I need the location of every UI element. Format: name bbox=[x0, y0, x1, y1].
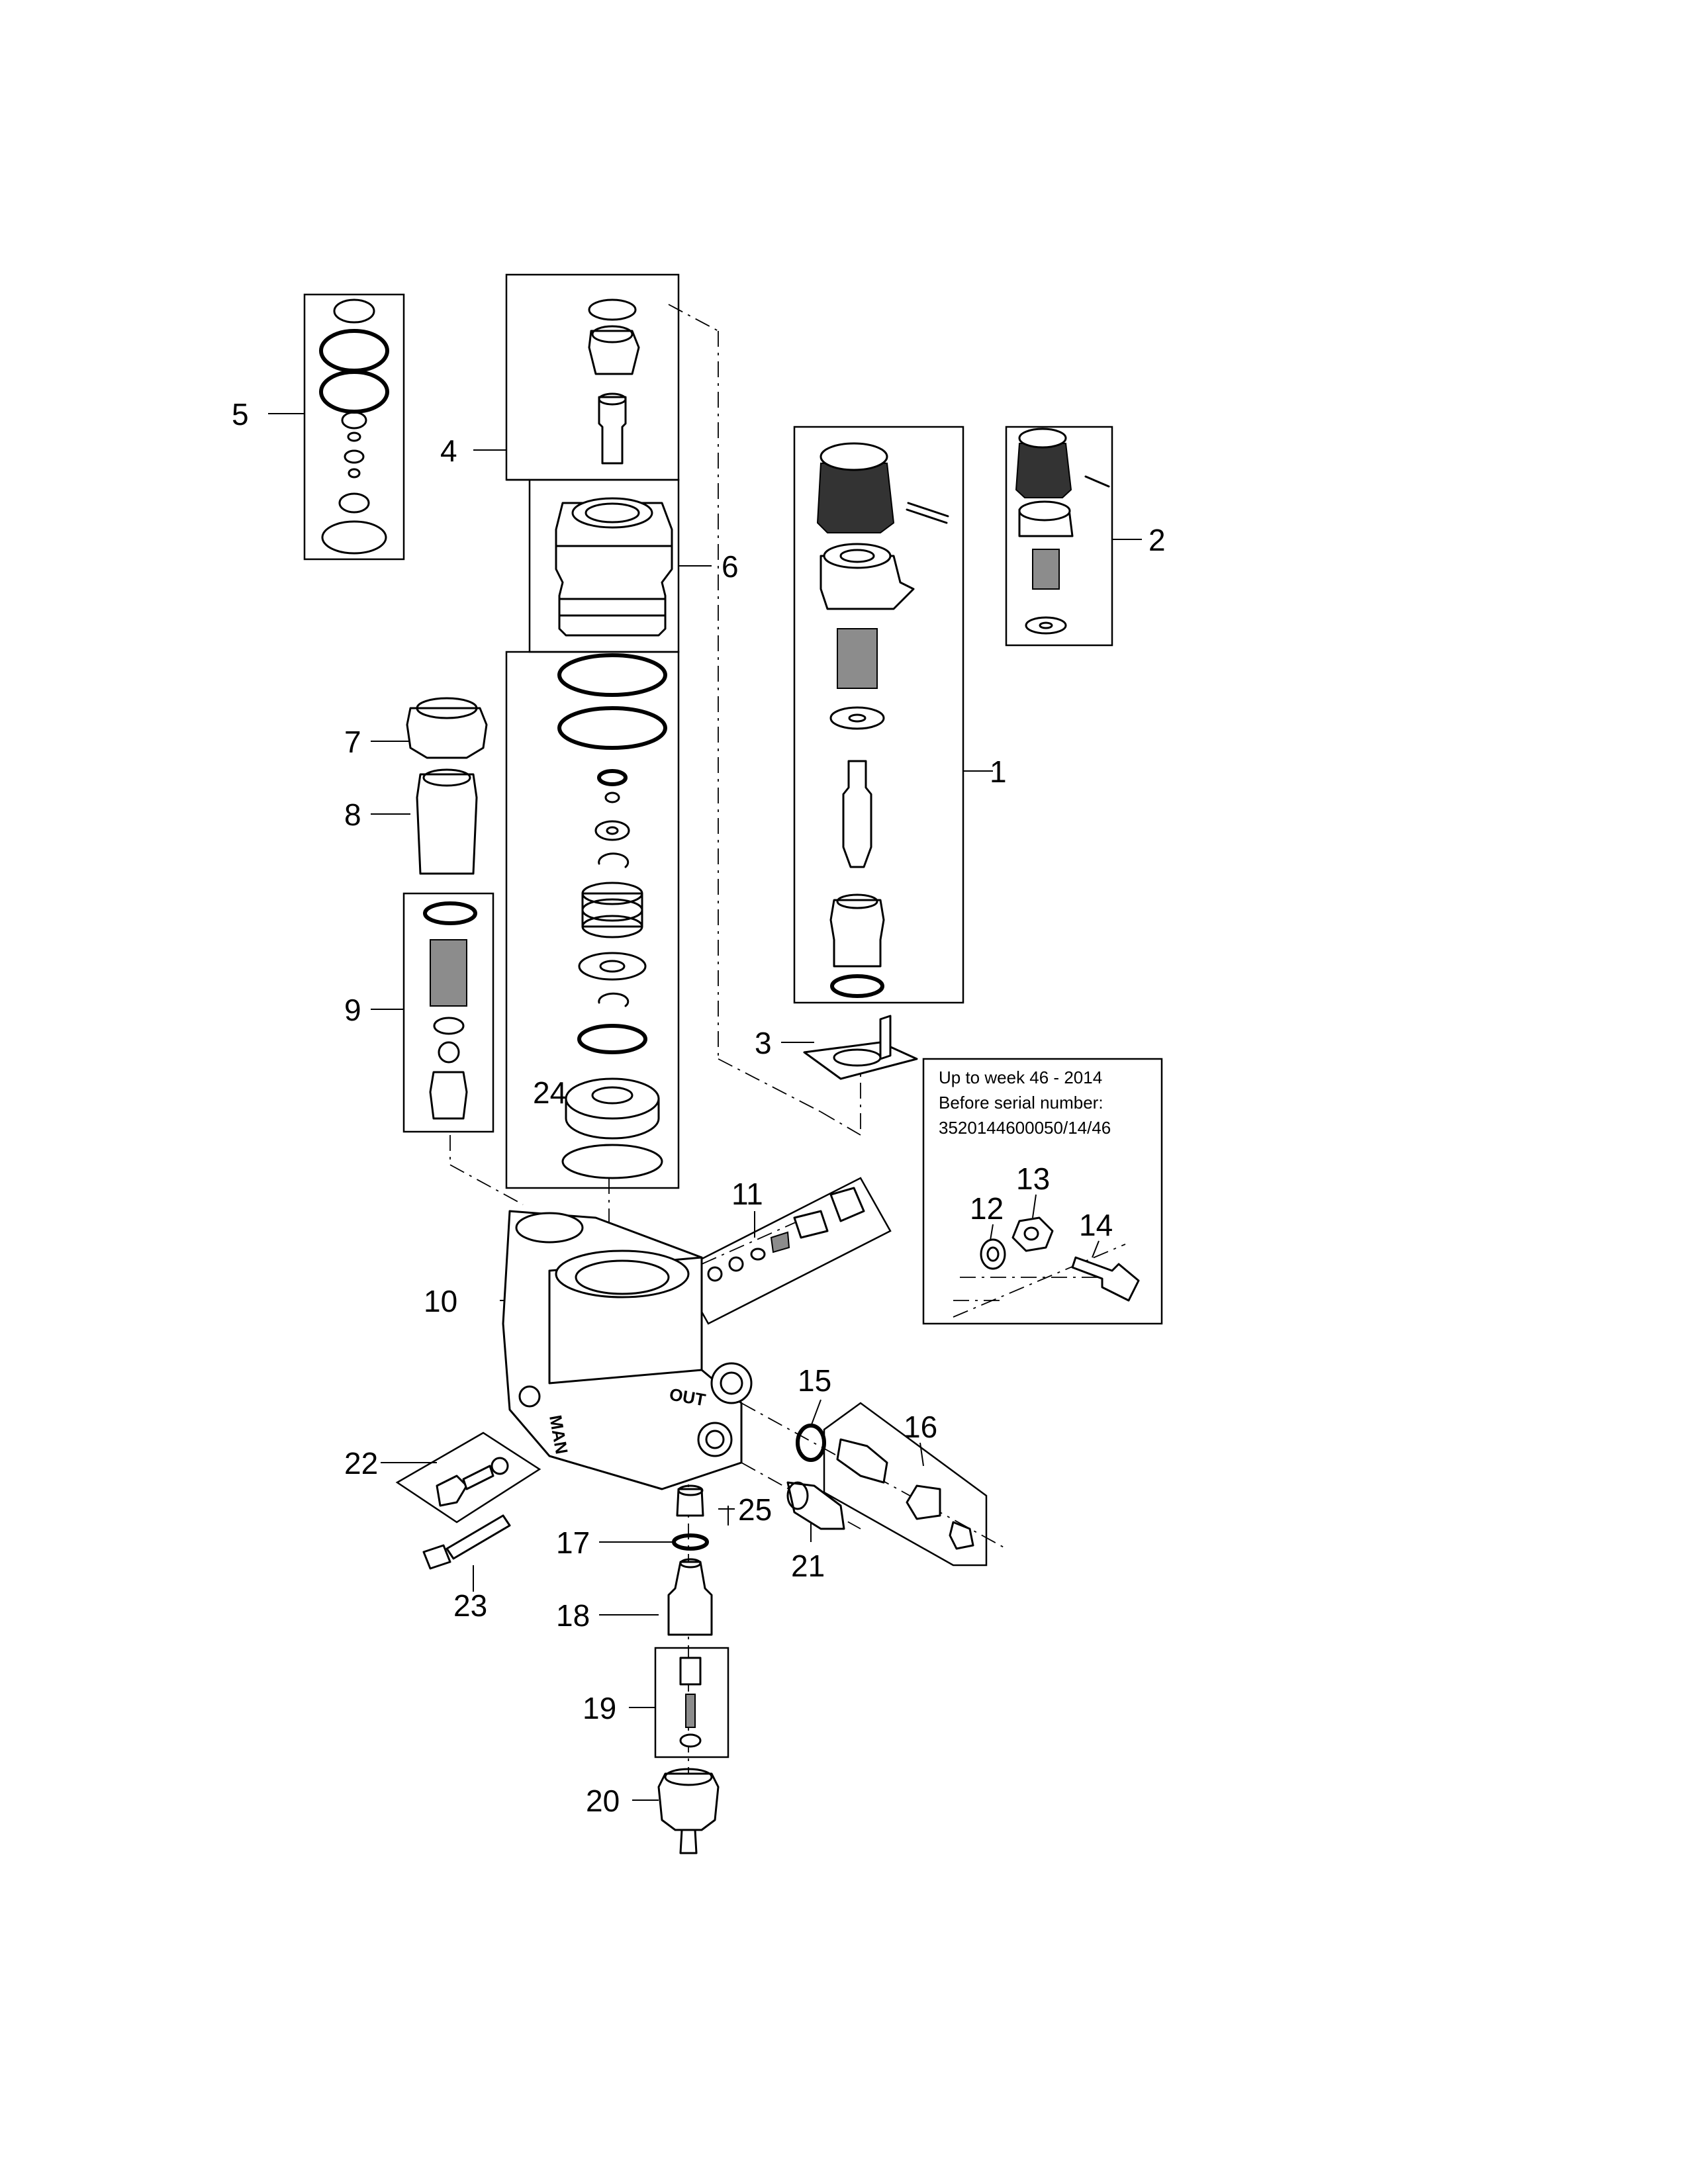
adjustment-assembly-1 bbox=[816, 442, 949, 998]
bolt-14 bbox=[1071, 1256, 1140, 1302]
note-box bbox=[922, 1058, 1163, 1325]
callout-18: 18 bbox=[556, 1598, 590, 1633]
knob-assembly-2 bbox=[1015, 428, 1110, 635]
group-box-22 bbox=[395, 1432, 541, 1524]
seal-stack-24 bbox=[557, 653, 667, 1179]
fitting-18 bbox=[667, 1558, 713, 1636]
adapter-16 bbox=[836, 1438, 974, 1550]
callout-24: 24 bbox=[533, 1075, 567, 1110]
seal-kit-5 bbox=[319, 298, 389, 555]
leader-lines bbox=[268, 413, 1142, 1801]
serial-note: Up to week 46 - 2014 Before serial numbe… bbox=[939, 1068, 1111, 1138]
note-line-1: Up to week 46 - 2014 bbox=[939, 1068, 1102, 1087]
callout-3: 3 bbox=[755, 1026, 772, 1060]
bracket-3 bbox=[803, 1015, 918, 1080]
callout-8: 8 bbox=[344, 797, 361, 832]
callout-23: 23 bbox=[453, 1588, 487, 1623]
nut-13 bbox=[1011, 1216, 1054, 1252]
group-box-1 bbox=[793, 426, 964, 1004]
callout-4: 4 bbox=[440, 433, 457, 468]
fitting-21 bbox=[786, 1481, 845, 1530]
callout-5: 5 bbox=[232, 397, 249, 432]
callout-7: 7 bbox=[344, 725, 361, 759]
callout-22: 22 bbox=[344, 1446, 378, 1480]
callout-14: 14 bbox=[1079, 1208, 1113, 1242]
callout-9: 9 bbox=[344, 993, 361, 1027]
callout-13: 13 bbox=[1016, 1161, 1050, 1196]
nut-20 bbox=[657, 1768, 720, 1854]
valve-kit-19 bbox=[679, 1657, 702, 1748]
callout-11: 11 bbox=[731, 1177, 763, 1211]
callout-12: 12 bbox=[970, 1191, 1004, 1226]
callout-2: 2 bbox=[1149, 523, 1166, 557]
washer-12 bbox=[980, 1238, 1006, 1270]
callout-21: 21 bbox=[791, 1549, 825, 1583]
callout-16: 16 bbox=[904, 1410, 937, 1444]
callout-10: 10 bbox=[424, 1284, 457, 1318]
nut-7 bbox=[406, 697, 488, 759]
valve-plug-4 bbox=[588, 298, 640, 465]
group-box-9 bbox=[402, 892, 494, 1133]
group-box-5 bbox=[303, 293, 405, 561]
plug-25 bbox=[676, 1484, 704, 1517]
sleeve-8 bbox=[416, 768, 478, 875]
o-ring-15 bbox=[796, 1424, 826, 1462]
screw-22 bbox=[436, 1457, 509, 1507]
note-line-2: Before serial number: bbox=[939, 1093, 1103, 1113]
valve-kit-11 bbox=[707, 1187, 865, 1282]
o-ring-17 bbox=[672, 1533, 709, 1551]
bolt-23 bbox=[422, 1514, 511, 1570]
callout-1: 1 bbox=[990, 754, 1007, 789]
valve-housing-6 bbox=[555, 497, 673, 637]
callout-15: 15 bbox=[798, 1363, 831, 1398]
callout-20: 20 bbox=[586, 1784, 620, 1818]
group-box-2 bbox=[1005, 426, 1113, 647]
callout-25: 25 bbox=[738, 1492, 772, 1527]
pump-head-10: OUT MAN bbox=[502, 1210, 753, 1490]
callout-19: 19 bbox=[583, 1691, 616, 1725]
callout-numbers: 5 4 6 2 1 7 8 9 3 24 11 12 13 14 10 15 1… bbox=[232, 397, 1166, 1818]
valve-kit-9 bbox=[423, 901, 477, 1120]
callout-17: 17 bbox=[556, 1525, 590, 1560]
note-line-3: 3520144600050/14/46 bbox=[939, 1118, 1111, 1138]
group-box-19 bbox=[654, 1647, 729, 1758]
group-box-24 bbox=[505, 651, 680, 1189]
callout-6: 6 bbox=[722, 549, 739, 584]
